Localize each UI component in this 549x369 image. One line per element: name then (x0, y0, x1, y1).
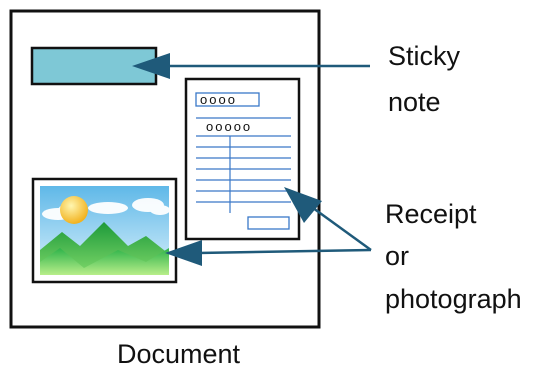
receipt-label-line1: Receipt (385, 199, 477, 229)
sticky-note-label-line1: Sticky (388, 41, 461, 71)
receipt-header-box (195, 92, 260, 107)
receipt-label-line3: photograph (385, 284, 522, 314)
receipt-label-line2: or (385, 241, 410, 271)
document-label: Document (117, 339, 241, 369)
arrow-to-receipt (284, 187, 372, 252)
arrow-to-sticky-note (132, 53, 370, 79)
photograph (31, 177, 178, 284)
sun-icon (60, 196, 88, 224)
receipt-subheader-text: ooooo (206, 119, 252, 134)
receipt: oooo ooooo (184, 77, 301, 241)
receipt-total-box (247, 216, 290, 230)
mountain-front (40, 248, 169, 275)
receipt-header-text: oooo (200, 92, 237, 107)
sticky-note-label-line2: note (388, 87, 441, 117)
arrow-to-photograph (165, 240, 372, 266)
